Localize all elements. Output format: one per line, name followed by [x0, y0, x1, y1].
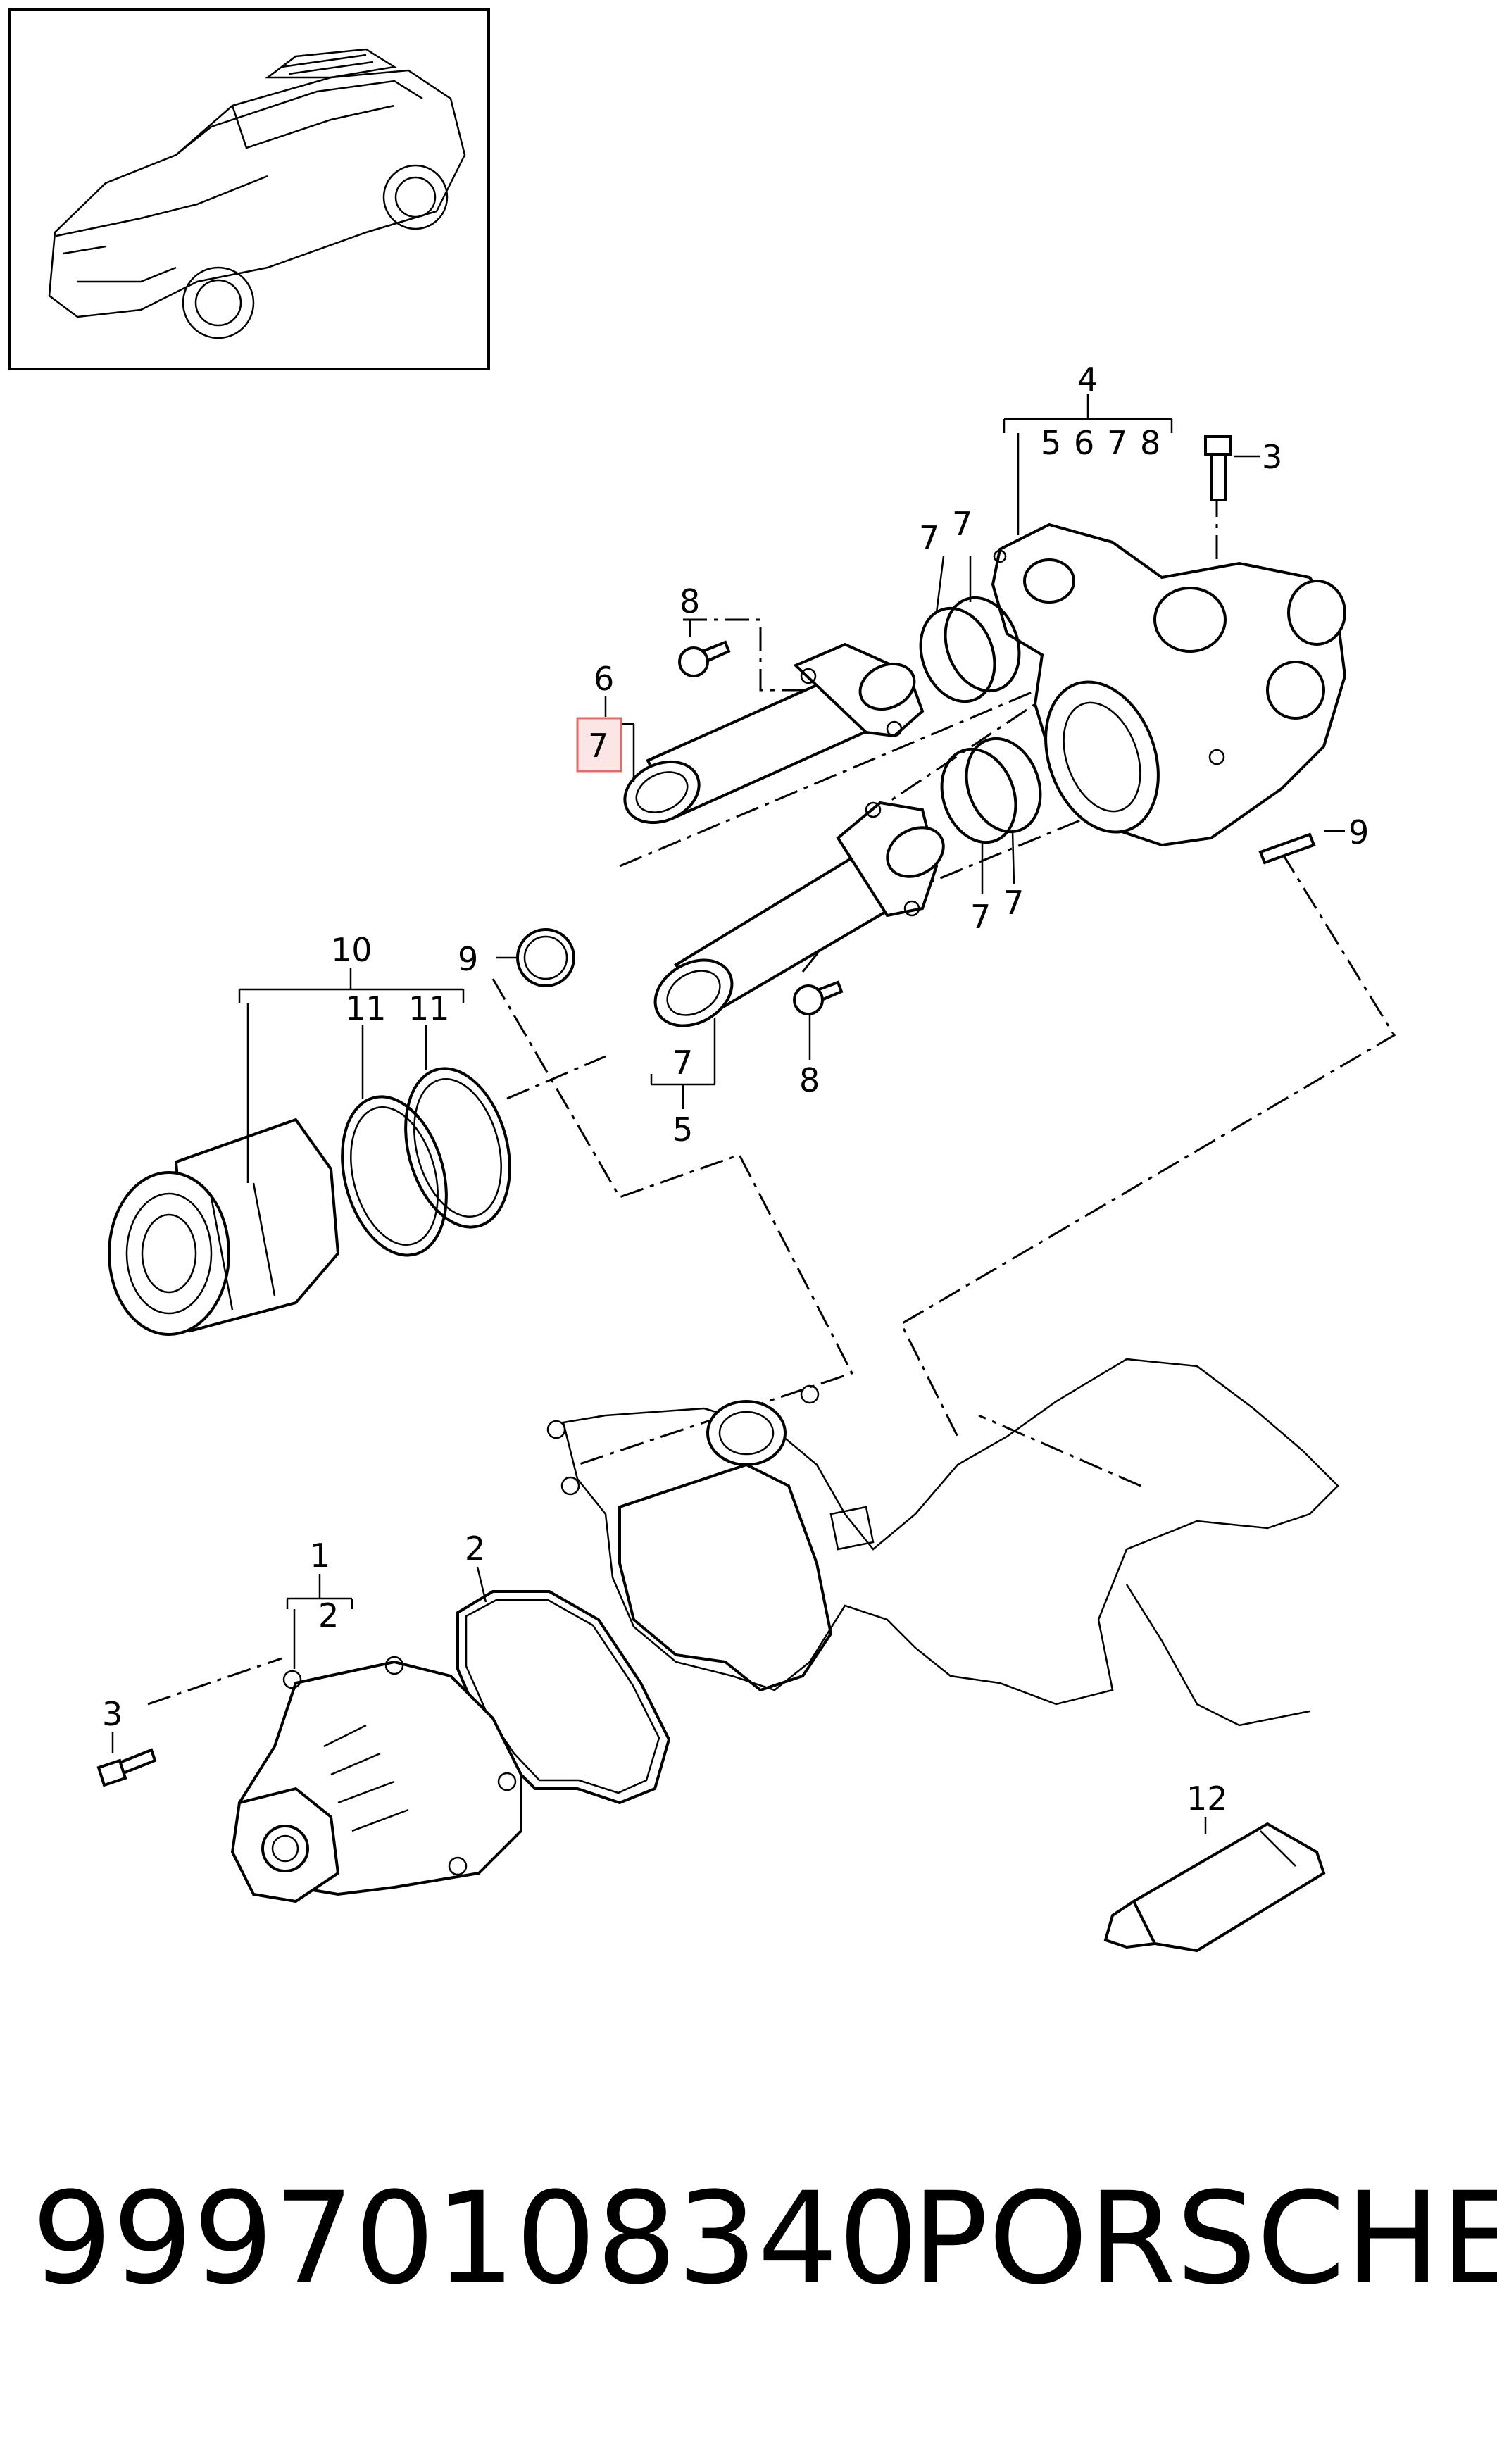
pin-9-right [1258, 832, 1316, 865]
footer: 99970108340 PORSCHE [0, 2155, 1497, 2387]
coolant-pipe-lower [653, 801, 945, 1027]
engine-block [546, 1358, 1339, 1727]
callout-1: 1 [310, 1537, 330, 1575]
callout-7-lower-a: 7 [970, 898, 991, 936]
o-rings [919, 596, 1042, 844]
part-number: 99970108340 [32, 2165, 919, 2313]
bolt-3-top [1204, 435, 1232, 501]
callout-3-top: 3 [1262, 438, 1282, 476]
clip-9-left [516, 928, 575, 987]
callout-8-lower: 8 [799, 1061, 820, 1099]
callout-8-upper: 8 [679, 582, 700, 620]
callout-4-8: 8 [1140, 424, 1160, 462]
callout-2-group: 2 [318, 1596, 339, 1634]
thermostat [108, 1118, 340, 1336]
callout-5: 5 [672, 1111, 693, 1149]
bolt-3-bottom [96, 1748, 157, 1787]
callout-2-gasket: 2 [465, 1530, 485, 1568]
callout-11-b: 11 [408, 989, 450, 1027]
callout-5-7: 7 [672, 1044, 693, 1082]
callout-4-6: 6 [1074, 424, 1094, 462]
bolts-8 [678, 640, 844, 1015]
callout-7-lower-b: 7 [1003, 884, 1024, 922]
water-pump [230, 1656, 522, 1903]
callout-7-upper-b: 7 [952, 505, 972, 543]
callout-7-upper-a: 7 [919, 519, 939, 557]
sealant-tube [1103, 1822, 1326, 1953]
callout-brackets [111, 394, 1345, 1834]
vehicle-thumbnail [8, 8, 490, 370]
callout-12: 12 [1186, 1780, 1228, 1818]
callout-9-left: 9 [458, 940, 478, 978]
callout-3-bottom: 3 [102, 1695, 123, 1733]
callout-4: 4 [1077, 361, 1098, 399]
callout-9-right: 9 [1348, 813, 1369, 851]
callout-11-a: 11 [345, 989, 387, 1027]
thermostat-housing [991, 523, 1347, 847]
callout-4-7: 7 [1107, 424, 1127, 462]
callout-10: 10 [331, 931, 372, 969]
callout-4-5: 5 [1041, 424, 1061, 462]
coolant-pipe-upper [623, 642, 925, 825]
seal-rings [341, 1067, 511, 1257]
callout-6-7: 7 [588, 727, 608, 765]
brand-name: PORSCHE [912, 2165, 1497, 2313]
highlight-box [576, 717, 622, 773]
callout-numbers: 4 5 6 7 8 3 7 7 8 6 7 9 7 7 10 9 11 11 7… [102, 361, 1369, 1818]
callout-6: 6 [594, 660, 614, 698]
